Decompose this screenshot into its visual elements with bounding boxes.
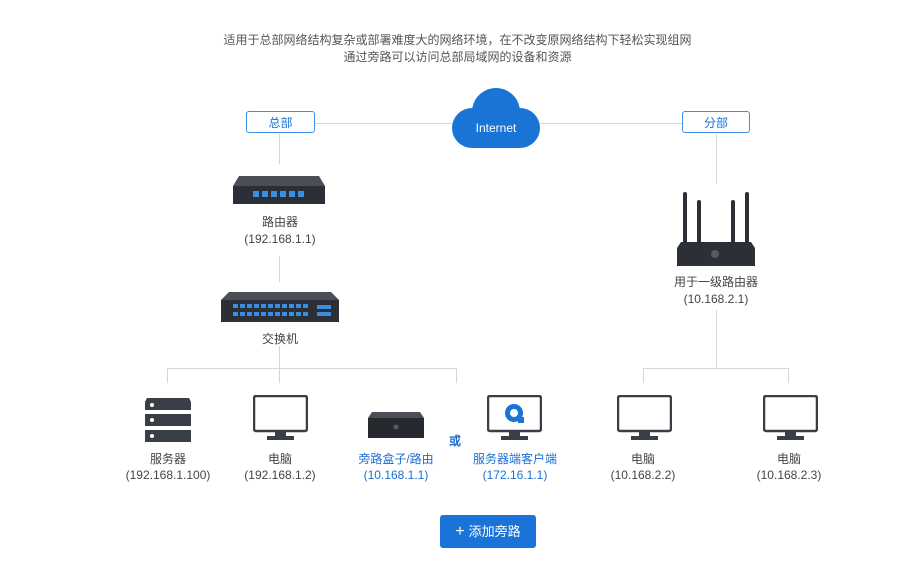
- branch-pc2-ip: (10.168.2.3): [756, 468, 822, 482]
- router-icon: [233, 174, 325, 206]
- server-ip: (192.168.1.100): [125, 468, 211, 482]
- hq-lan-drop-pc: [279, 368, 280, 383]
- switch-icon: [221, 290, 339, 324]
- monitor-icon: [252, 394, 309, 441]
- bypass-box-ip: (10.168.1.1): [363, 468, 429, 482]
- hq-router-line: [279, 134, 280, 164]
- client-monitor-icon: [486, 394, 543, 441]
- hq-router-ip: (192.168.1.1): [244, 232, 316, 246]
- branch-pc1-name: 电脑: [630, 452, 655, 466]
- cloud-branch-line: [540, 123, 683, 124]
- description-line-1: 适用于总部网络结构复杂或部署难度大的网络环境，在不改变原网络结构下轻松实现组网: [223, 33, 692, 47]
- branch-lan-drop-left: [643, 368, 644, 383]
- server-client-name: 服务器端客户端: [472, 452, 557, 466]
- add-bypass-button[interactable]: +添加旁路: [440, 515, 536, 548]
- server-icon: [143, 398, 193, 442]
- server-name: 服务器: [149, 452, 186, 466]
- hq-pc-name: 电脑: [267, 452, 292, 466]
- branch-tag: 分部: [682, 111, 750, 133]
- cloud-icon: [448, 86, 544, 154]
- bypass-box-icon: [368, 410, 424, 440]
- cloud-label: Internet: [475, 121, 517, 135]
- hq-pc-ip: (192.168.1.2): [244, 468, 316, 482]
- hq-lan-drop-left: [167, 368, 168, 383]
- bypass-box-name: 旁路盒子/路由: [358, 452, 434, 466]
- hq-lan-drop-right: [456, 368, 457, 383]
- switch-name: 交换机: [261, 332, 298, 346]
- branch-lan-bus: [643, 368, 789, 369]
- branch-router-ip: (10.168.2.1): [683, 292, 749, 306]
- description-line-2: 通过旁路可以访问总部局域网的设备和资源: [343, 50, 572, 64]
- branch-lan-drop-right: [788, 368, 789, 383]
- add-bypass-label: 添加旁路: [468, 524, 521, 539]
- hq-router-name: 路由器: [261, 215, 298, 229]
- wifi-router-icon: [677, 190, 755, 268]
- branch-pc1-monitor-icon: [616, 394, 673, 441]
- branch-router-line: [716, 310, 717, 368]
- branch-router-name: 用于一级路由器: [673, 275, 758, 289]
- branch-tag-line: [716, 134, 717, 184]
- switch-lan-line: [279, 346, 280, 368]
- branch-pc2-monitor-icon: [762, 394, 819, 441]
- router-switch-line: [279, 256, 280, 282]
- hq-lan-bus: [167, 368, 457, 369]
- hq-tag: 总部: [246, 111, 315, 133]
- plus-icon: +: [455, 523, 465, 540]
- branch-pc2-name: 电脑: [776, 452, 801, 466]
- branch-pc1-ip: (10.168.2.2): [610, 468, 676, 482]
- hq-cloud-line: [315, 123, 452, 124]
- server-client-ip: (172.16.1.1): [482, 468, 548, 482]
- or-text: 或: [449, 434, 462, 448]
